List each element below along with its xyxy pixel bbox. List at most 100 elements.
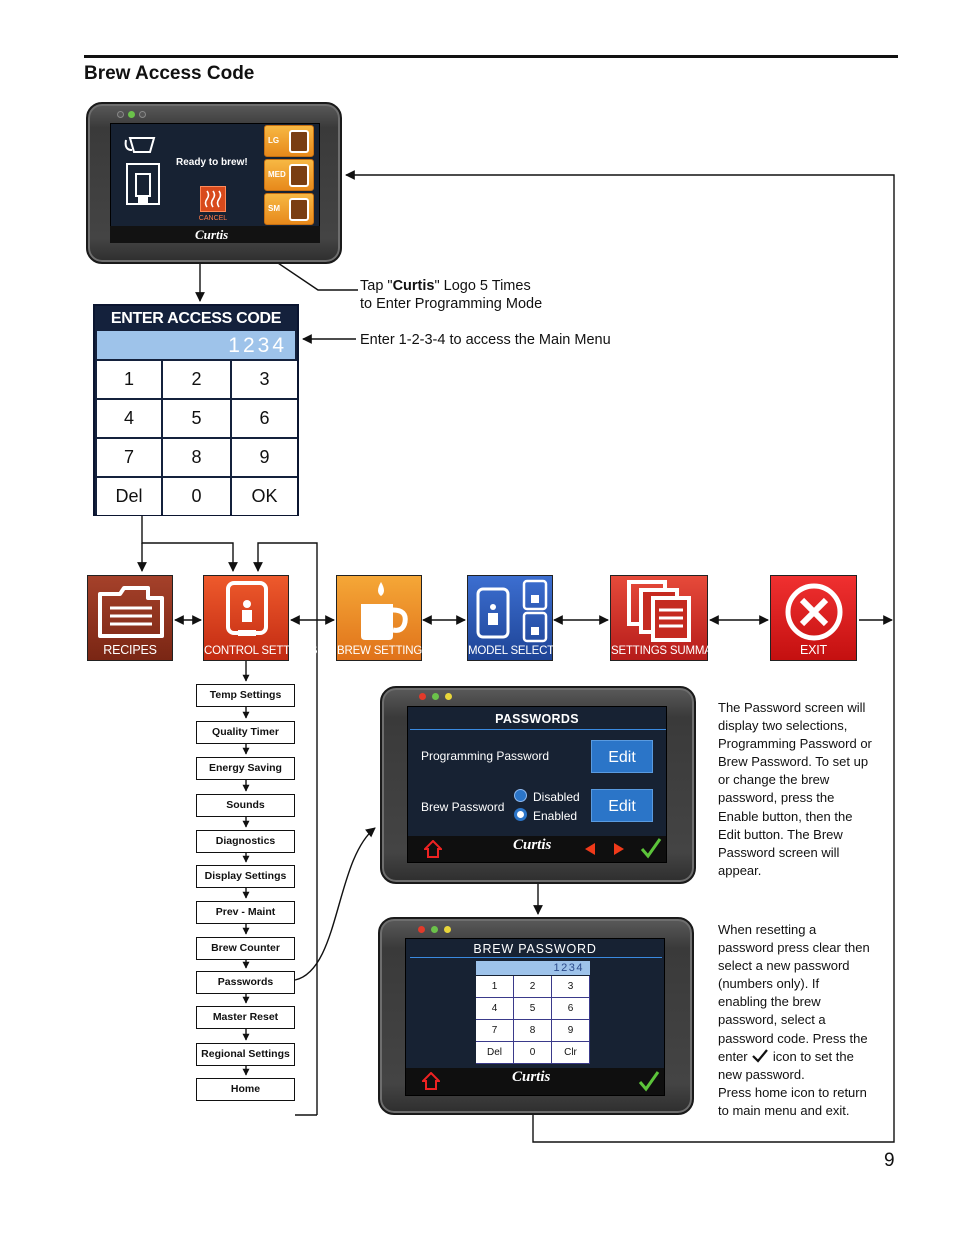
left-arrow-icon[interactable] xyxy=(584,842,596,856)
cancel-button[interactable] xyxy=(200,186,226,212)
home-icon[interactable] xyxy=(422,1072,440,1090)
right-arrow-icon[interactable] xyxy=(613,842,625,856)
description-line: password, press the xyxy=(718,790,835,806)
description-line: (numbers only). If xyxy=(718,976,820,992)
key-7[interactable]: 7 xyxy=(476,1020,514,1042)
exit-x-icon xyxy=(785,583,843,641)
cup-icon xyxy=(289,164,309,187)
brew-medium-button[interactable]: MED xyxy=(264,159,314,191)
programming-password-label: Programming Password xyxy=(421,749,550,763)
control-item-quality-timer[interactable]: Quality Timer xyxy=(196,721,295,744)
brew-password-display: 1234 xyxy=(476,961,590,975)
menu-model-select[interactable]: MODEL SELECT xyxy=(467,575,555,661)
control-item-sounds[interactable]: Sounds xyxy=(196,794,295,817)
control-item-energy-saving[interactable]: Energy Saving xyxy=(196,757,295,780)
menu-brew-settings[interactable]: BREW SETTINGS xyxy=(336,575,430,661)
control-item-brew-counter[interactable]: Brew Counter xyxy=(196,937,295,960)
curtis-logo: Curtis xyxy=(512,1069,551,1085)
description-line: password code. Press the xyxy=(718,1030,868,1046)
brew-large-button[interactable]: LG xyxy=(264,125,314,157)
key-9[interactable]: 9 xyxy=(232,439,297,476)
curtis-logo[interactable]: Curtis xyxy=(195,227,229,242)
brew-password-label: Brew Password xyxy=(421,800,505,814)
model-select-icon xyxy=(476,579,548,643)
menu-label: MODEL SELECT xyxy=(468,645,555,657)
enabled-option-label: Enabled xyxy=(533,809,578,823)
description-line: Password screen will xyxy=(718,844,840,860)
key-del[interactable]: Del xyxy=(97,478,161,515)
key-3[interactable]: 3 xyxy=(552,976,590,998)
description-line: or change the brew xyxy=(718,772,830,788)
control-item-regional-settings[interactable]: Regional Settings xyxy=(196,1043,295,1066)
status-led-green xyxy=(431,926,438,933)
control-item-display-settings[interactable]: Display Settings xyxy=(196,865,295,888)
key-8[interactable]: 8 xyxy=(163,439,230,476)
key-1[interactable]: 1 xyxy=(97,361,161,398)
disabled-radio[interactable] xyxy=(514,789,527,802)
description-text: icon to set the xyxy=(772,1048,854,1064)
home-icon[interactable] xyxy=(424,840,442,858)
enabled-radio[interactable] xyxy=(514,808,527,821)
status-led-green xyxy=(128,111,135,118)
control-item-master-reset[interactable]: Master Reset xyxy=(196,1006,295,1029)
access-code-callout: Enter 1-2-3-4 to access the Main Menu xyxy=(360,332,611,348)
key-5[interactable]: 5 xyxy=(163,400,230,437)
page-number: 9 xyxy=(884,1150,895,1171)
key-4[interactable]: 4 xyxy=(97,400,161,437)
edit-programming-password-button[interactable]: Edit xyxy=(591,740,653,773)
key-4[interactable]: 4 xyxy=(476,998,514,1020)
brew-size-label: MED xyxy=(268,170,286,179)
status-led-yellow xyxy=(445,693,452,700)
cup-icon xyxy=(289,198,309,221)
brewer-funnel-icon xyxy=(124,137,160,205)
cancel-label: CANCEL xyxy=(198,215,228,222)
menu-label: EXIT xyxy=(800,643,827,657)
control-item-temp-settings[interactable]: Temp Settings xyxy=(196,684,295,707)
description-line: enter icon to set the xyxy=(718,1048,870,1066)
key-ok[interactable]: OK xyxy=(232,478,297,515)
description-text: enter xyxy=(718,1048,748,1064)
key-8[interactable]: 8 xyxy=(514,1020,552,1042)
status-led-red xyxy=(418,926,425,933)
control-item-passwords[interactable]: Passwords xyxy=(196,971,295,994)
settings-summary-icon xyxy=(627,580,691,642)
menu-control-settings[interactable]: CONTROL SETTINGS xyxy=(203,575,318,661)
brew-password-keys: 1 2 3 4 5 6 7 8 9 Del 0 Clr xyxy=(476,976,590,1066)
key-6[interactable]: 6 xyxy=(232,400,297,437)
description-line: When resetting a xyxy=(718,922,817,937)
menu-recipes[interactable]: RECIPES xyxy=(87,575,173,661)
key-2[interactable]: 2 xyxy=(163,361,230,398)
brew-password-display-value: 1234 xyxy=(553,962,584,974)
key-del[interactable]: Del xyxy=(476,1042,514,1064)
key-clr[interactable]: Clr xyxy=(552,1042,590,1064)
description-line: appear. xyxy=(718,862,762,878)
brew-size-label: SM xyxy=(268,204,280,213)
menu-settings-summary[interactable]: SETTINGS SUMMARY xyxy=(610,575,727,661)
control-settings-icon xyxy=(226,581,268,636)
brew-small-button[interactable]: SM xyxy=(264,193,314,225)
edit-brew-password-button[interactable]: Edit xyxy=(591,789,653,822)
key-0[interactable]: 0 xyxy=(514,1042,552,1064)
key-3[interactable]: 3 xyxy=(232,361,297,398)
key-0[interactable]: 0 xyxy=(163,478,230,515)
checkmark-icon[interactable] xyxy=(638,1070,660,1092)
key-9[interactable]: 9 xyxy=(552,1020,590,1042)
key-1[interactable]: 1 xyxy=(476,976,514,998)
key-2[interactable]: 2 xyxy=(514,976,552,998)
brew-password-description: When resetting a password press clear th… xyxy=(718,921,870,1120)
key-6[interactable]: 6 xyxy=(552,998,590,1020)
checkmark-icon[interactable] xyxy=(640,837,662,859)
key-7[interactable]: 7 xyxy=(97,439,161,476)
passwords-description: The Password screen will display two sel… xyxy=(718,699,872,880)
status-led-green xyxy=(432,693,439,700)
passwords-title: PASSWORDS xyxy=(495,712,579,726)
menu-exit[interactable]: EXIT xyxy=(770,575,857,661)
control-item-diagnostics[interactable]: Diagnostics xyxy=(196,830,295,853)
logo-callout: Tap "Curtis" Logo 5 Times to Enter Progr… xyxy=(360,277,542,313)
key-5[interactable]: 5 xyxy=(514,998,552,1020)
description-line: to main menu and exit. xyxy=(718,1102,850,1118)
description-line: display two selections, xyxy=(718,718,848,734)
recipes-folder-icon xyxy=(98,586,164,638)
control-item-prev-maint[interactable]: Prev - Maint xyxy=(196,901,295,924)
control-item-home[interactable]: Home xyxy=(196,1078,295,1101)
